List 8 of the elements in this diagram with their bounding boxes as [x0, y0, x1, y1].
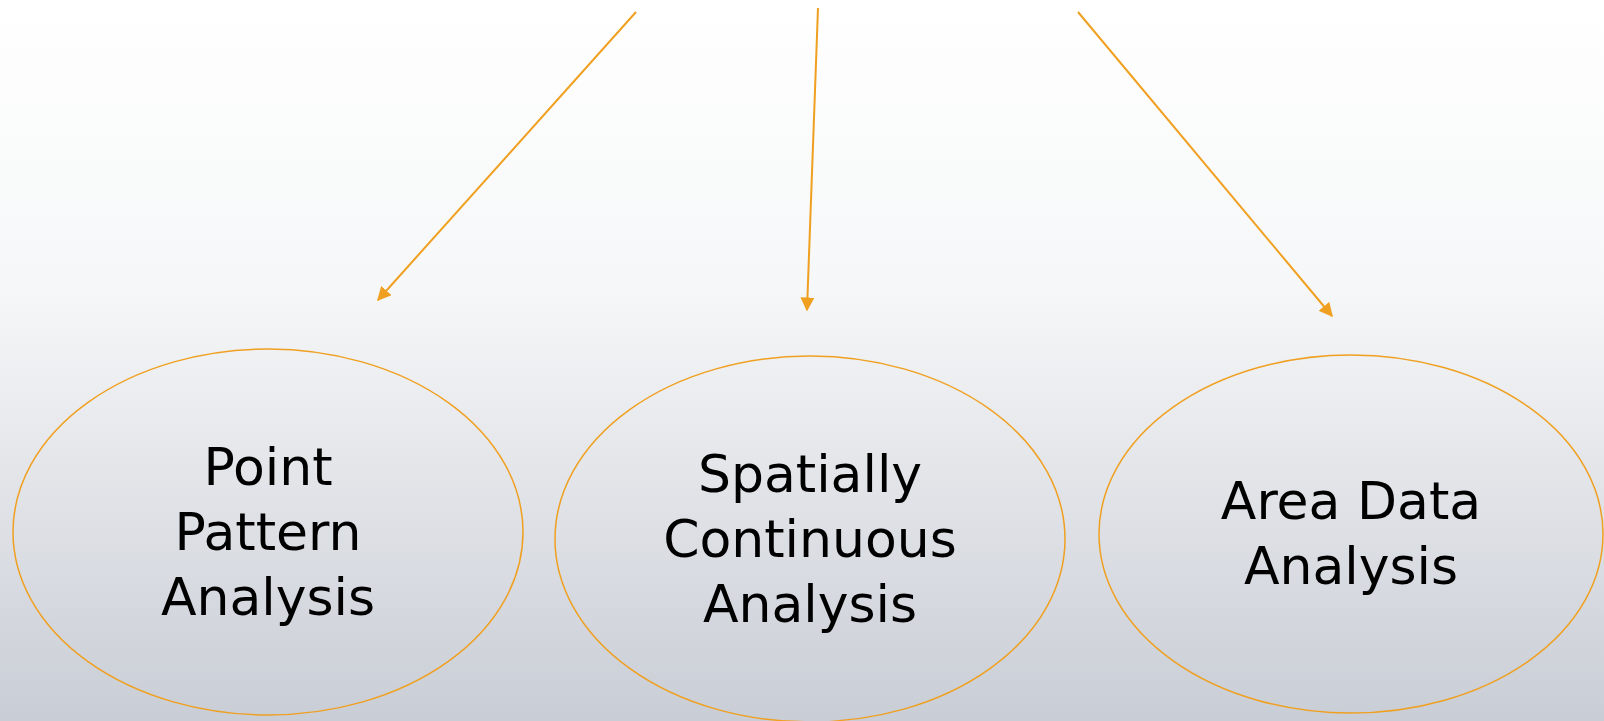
- ellipse-node: [12, 348, 524, 716]
- node-label: Area Data Analysis: [1219, 470, 1483, 598]
- ellipse-node: [1098, 354, 1604, 714]
- arrow: [800, 7, 819, 312]
- arrow: [1077, 11, 1333, 318]
- arrow: [377, 11, 637, 302]
- node-label: Point Pattern Analysis: [159, 435, 377, 629]
- node-label: Spatially Continuous Analysis: [662, 442, 958, 636]
